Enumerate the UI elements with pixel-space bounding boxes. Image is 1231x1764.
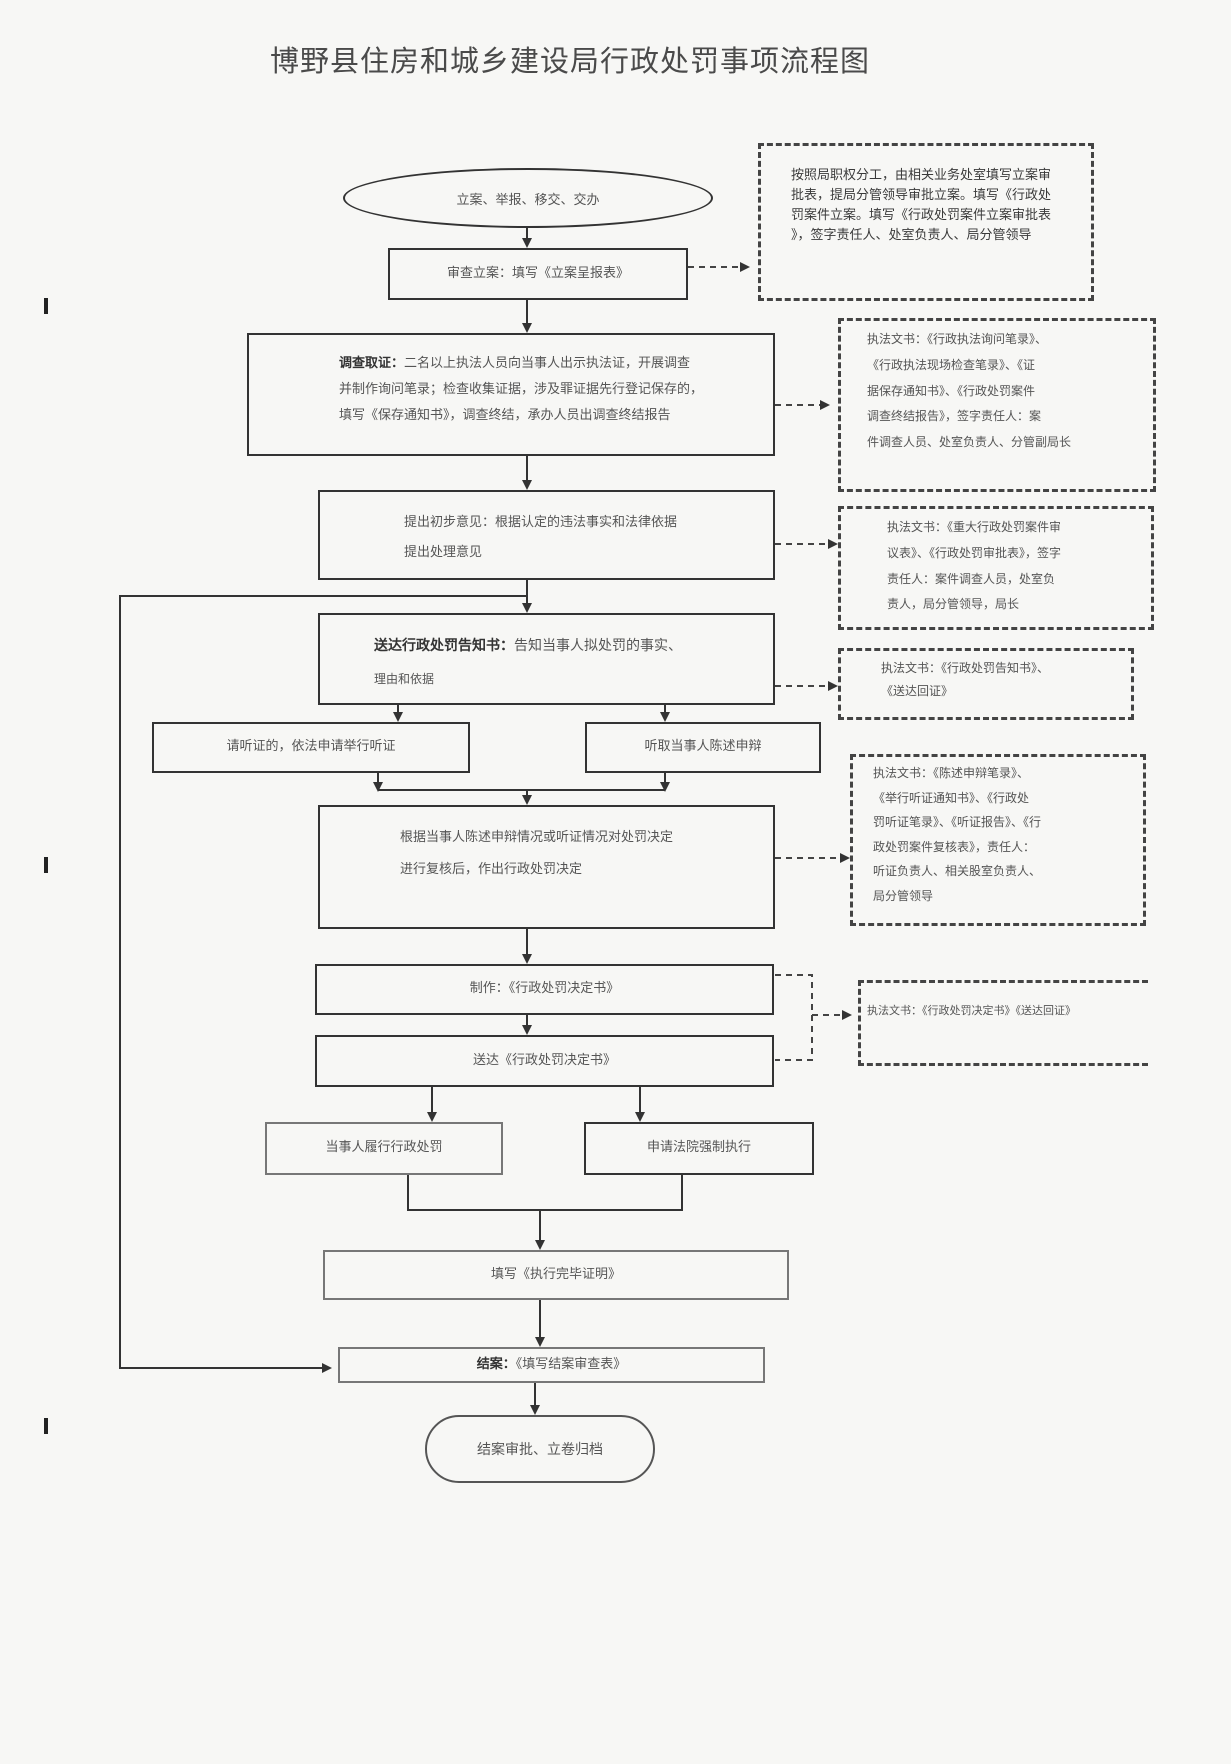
note-review-line-3: 罚听证笔录》、《听证报告》、《行 — [873, 815, 1042, 830]
note-notice: 执法文书：《行政处罚告知书》、 《送达回证》 — [838, 648, 1134, 720]
register-box: 审查立案：填写《立案呈报表》 — [388, 248, 688, 300]
investigate-line-1: 二名以上执法人员向当事人出示执法证，开展调查 — [404, 356, 691, 371]
note-register-line-1: 按照局职权分工，由相关业务处室填写立案审 — [791, 168, 1052, 183]
note-register-line-2: 批表，提局分管领导审批立案。填写《行政处 — [791, 188, 1052, 204]
note-investigate-line-1: 执法文书：《行政执法询问笔录》、 — [867, 332, 1048, 346]
investigate-line-3: 填写《保存通知书》，调查终结，承办人员出调查终结报告 — [339, 408, 671, 424]
note-preliminary-line-4: 责人，局分管领导，局长 — [887, 597, 1020, 612]
note-review-line-2: 《举行听证通知书》、《行政处 — [873, 790, 1030, 805]
dashed-decision-bracket — [775, 974, 813, 1061]
perform-label: 当事人履行行政处罚 — [325, 1140, 443, 1156]
note-review-line-4: 政处罚案件复核表》，责任人： — [873, 839, 1036, 854]
deliver-decision-label: 送达《行政处罚决定书》 — [472, 1052, 616, 1068]
scan-mark-top — [44, 298, 48, 314]
end-pill: 结案审批、立卷归档 — [425, 1415, 655, 1483]
enforce-label: 申请法院强制执行 — [646, 1140, 751, 1156]
note-review: 执法文书：《陈述申辩笔录》、 《举行听证通知书》、《行政处 罚听证笔录》、《听证… — [850, 754, 1146, 926]
hearing-statement-label: 听取当事人陈述申辩 — [644, 739, 762, 755]
start-ellipse: 立案、举报、移交、交办 — [343, 168, 713, 228]
line-perform-enforce-merge — [407, 1175, 683, 1211]
note-notice-line-2: 《送达回证》 — [881, 684, 954, 699]
note-investigate: 执法文书：《行政执法询问笔录》、 《行政执法现场检查笔录》、《证 据保存通知书》… — [838, 318, 1156, 492]
note-review-line-5: 听证负责人、相关股室负责人、 — [873, 864, 1042, 879]
end-label: 结案审批、立卷归档 — [477, 1442, 603, 1458]
note-review-line-6: 局分管领导 — [873, 888, 934, 903]
make-decision-box: 制作：《行政处罚决定书》 — [315, 964, 774, 1015]
notice-line-2: 理由和依据 — [374, 671, 435, 686]
perform-box: 当事人履行行政处罚 — [265, 1122, 503, 1175]
close-heading: 结案： — [476, 1356, 516, 1372]
page-title: 博野县住房和城乡建设局行政处罚事项流程图 — [270, 44, 871, 78]
note-decision: 执法文书：《行政处罚决定书》《送达回证》 — [858, 980, 1148, 1066]
note-investigate-line-3: 据保存通知书》、《行政处罚案件 — [867, 383, 1036, 398]
investigate-line-2: 并制作询问笔录；检查收集证据，涉及罪证据先行登记保存的， — [339, 382, 704, 398]
notice-rest: 告知当事人拟处罚的事实、 — [514, 638, 682, 654]
note-preliminary-line-3: 责任人：案件调查人员，处室负 — [887, 571, 1056, 586]
note-preliminary: 执法文书：《重大行政处罚案件审 议表》、《行政处罚审批表》，签字 责任人：案件调… — [838, 506, 1154, 630]
start-label: 立案、举报、移交、交办 — [456, 192, 600, 208]
make-decision-label: 制作：《行政处罚决定书》 — [469, 981, 620, 997]
close-rest: 《填写结案审查表》 — [515, 1356, 627, 1372]
note-register: 按照局职权分工，由相关业务处室填写立案审 批表，提局分管领导审批立案。填写《行政… — [758, 143, 1094, 301]
note-investigate-line-4: 调查终结报告》，签字责任人：案 — [867, 409, 1042, 424]
register-label: 审查立案：填写《立案呈报表》 — [446, 265, 629, 281]
note-register-line-4: 》，签字责任人、处室负责人、局分管领导 — [791, 228, 1032, 244]
investigate-box: 调查取证：二名以上执法人员向当事人出示执法证，开展调查 并制作询问笔录；检查收集… — [247, 333, 775, 456]
review-box: 根据当事人陈述申辩情况或听证情况对处罚决定 进行复核后，作出行政处罚决定 — [318, 805, 775, 929]
line-left-loop — [119, 595, 527, 1373]
scan-mark-middle — [44, 857, 48, 873]
close-box: 结案：《填写结案审查表》 — [338, 1347, 765, 1383]
note-register-line-3: 罚案件立案。填写《行政处罚案件立案审批表 — [791, 208, 1052, 224]
scan-mark-bottom — [44, 1418, 48, 1434]
preliminary-line-1: 提出初步意见：根据认定的违法事实和法律依据 — [404, 515, 678, 530]
note-review-line-1: 执法文书：《陈述申辩笔录》、 — [873, 766, 1030, 780]
note-investigate-line-5: 件调查人员、处室负责人、分管副局长 — [867, 435, 1072, 450]
preliminary-line-2: 提出处理意见 — [404, 545, 483, 561]
investigate-heading: 调查取证： — [339, 356, 405, 371]
deliver-decision-box: 送达《行政处罚决定书》 — [315, 1035, 774, 1087]
review-line-1: 根据当事人陈述申辩情况或听证情况对处罚决定 — [400, 830, 674, 845]
hearing-request-label: 请听证的，依法申请举行听证 — [226, 739, 396, 755]
hearing-request-box: 请听证的，依法申请举行听证 — [152, 722, 470, 773]
certificate-label: 填写《执行完毕证明》 — [490, 1266, 621, 1282]
certificate-box: 填写《执行完毕证明》 — [323, 1250, 789, 1300]
enforce-box: 申请法院强制执行 — [584, 1122, 814, 1175]
notice-heading: 送达行政处罚告知书： — [374, 638, 514, 654]
note-preliminary-line-2: 议表》、《行政处罚审批表》，签字 — [887, 545, 1062, 560]
notice-box: 送达行政处罚告知书：告知当事人拟处罚的事实、 理由和依据 — [318, 613, 775, 705]
note-decision-line: 执法文书：《行政处罚决定书》《送达回证》 — [867, 1004, 1076, 1017]
note-investigate-line-2: 《行政执法现场检查笔录》、《证 — [867, 357, 1036, 372]
note-notice-line-1: 执法文书：《行政处罚告知书》、 — [881, 661, 1050, 675]
review-line-2: 进行复核后，作出行政处罚决定 — [400, 862, 583, 878]
preliminary-box: 提出初步意见：根据认定的违法事实和法律依据 提出处理意见 — [318, 490, 775, 580]
note-preliminary-line-1: 执法文书：《重大行政处罚案件审 — [887, 520, 1062, 534]
hearing-statement-box: 听取当事人陈述申辩 — [585, 722, 821, 773]
